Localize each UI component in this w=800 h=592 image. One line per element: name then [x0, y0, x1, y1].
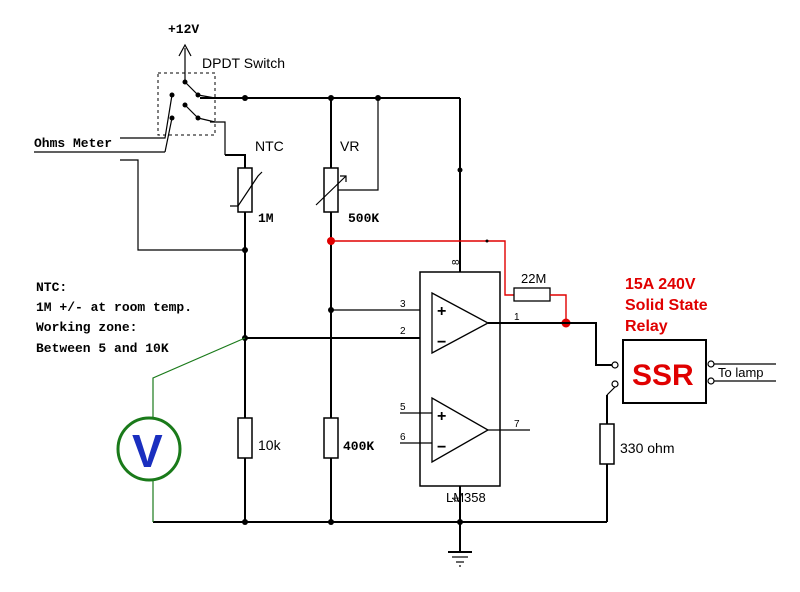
pin-4: 4: [451, 496, 462, 502]
supply-label: +12V: [168, 22, 199, 37]
relay-title-line2: Solid State: [625, 297, 708, 314]
ssr-symbol: SSR: [632, 359, 694, 392]
resistor-400k: [323, 417, 339, 459]
op-amp1-plus: +: [437, 303, 446, 320]
ohms-meter-leads: [34, 94, 245, 251]
pin-5: 5: [400, 402, 406, 413]
ssr-box: [622, 339, 707, 404]
op-amp2-plus: +: [437, 408, 446, 425]
relay-title-line3: Relay: [625, 318, 668, 335]
pin-2: 2: [400, 326, 406, 337]
op-amp1-minus: −: [437, 334, 446, 351]
resistor-10k: [237, 417, 253, 459]
ntc-thermistor: [230, 167, 263, 213]
vr-label: VR: [340, 138, 359, 154]
vr-value: 500K: [348, 211, 379, 226]
ntc-value: 1M: [258, 211, 274, 226]
resistor-330: [599, 423, 615, 465]
lm358-chip: [400, 271, 566, 552]
pin-3: 3: [400, 299, 406, 310]
note-line-1: NTC:: [36, 280, 67, 295]
voltmeter: [116, 337, 246, 522]
feedback-path: [331, 239, 571, 328]
ohms-meter-label: Ohms Meter: [34, 136, 112, 151]
pin-6: 6: [400, 432, 406, 443]
resistor-400k-label: 400K: [343, 439, 374, 454]
pin-7: 7: [514, 419, 520, 430]
ic-label: LM358: [446, 490, 486, 505]
voltmeter-symbol: V: [132, 425, 163, 477]
lamp-output-label: To lamp: [718, 365, 764, 380]
pin-8: 8: [451, 259, 462, 265]
ntc-label: NTC: [255, 138, 284, 154]
pin-1: 1: [514, 312, 520, 323]
feedback-resistor-label: 22M: [521, 271, 546, 286]
relay-title-line1: 15A 240V: [625, 276, 696, 293]
note-line-3: Working zone:: [36, 320, 137, 335]
switch-label: DPDT Switch: [202, 55, 285, 71]
resistor-10k-label: 10k: [258, 437, 282, 453]
note-line-2: 1M +/- at room temp.: [36, 300, 192, 315]
note-line-4: Between 5 and 10K: [36, 341, 169, 356]
op-amp2-minus: −: [437, 439, 446, 456]
ground-icon: [448, 551, 472, 567]
resistor-330-label: 330 ohm: [620, 440, 674, 456]
supply-arrow-icon: [178, 43, 192, 70]
